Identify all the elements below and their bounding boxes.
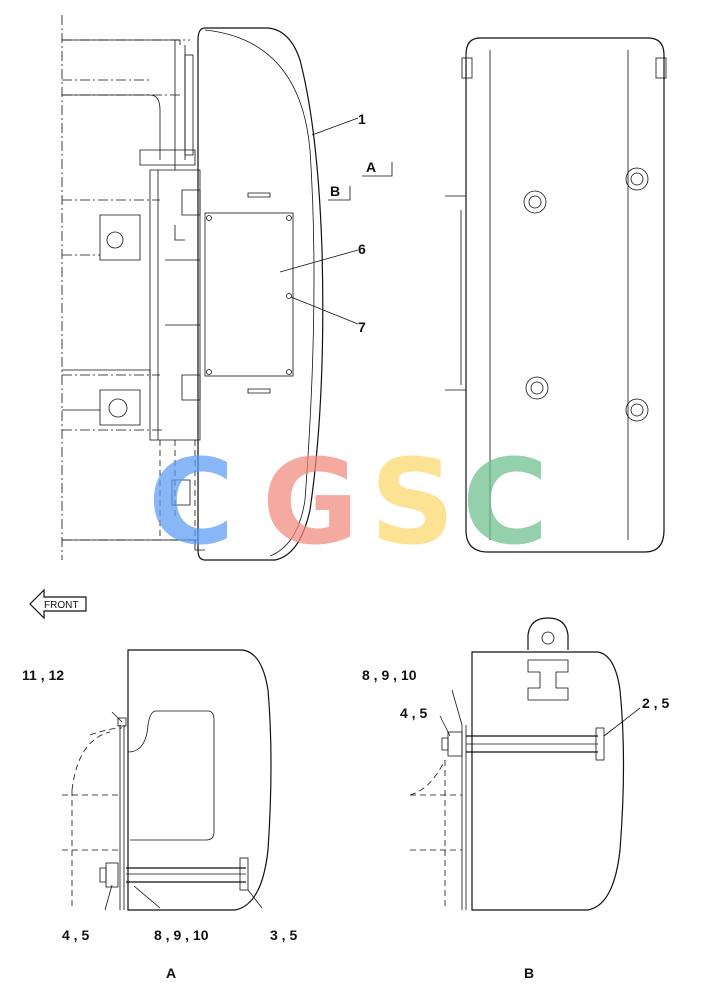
view-label-b: B: [524, 965, 534, 981]
callout-b-4-5: 4 , 5: [400, 705, 427, 721]
watermark-letter-g: G: [262, 433, 359, 571]
detail-b-view: [409, 617, 641, 911]
main-rear-view: [445, 37, 667, 553]
callout-a-8-9-10: 8 , 9 , 10: [154, 927, 209, 943]
bolt-head-bottom-left: [525, 376, 549, 400]
bolt-head-top-right: [625, 167, 649, 191]
watermark-letter-c1: C: [148, 433, 235, 571]
callout-1: 1: [358, 111, 366, 127]
watermark-letter-c2: C: [462, 433, 549, 571]
bolt-head-bottom-right: [625, 398, 649, 422]
callout-b-8-9-10: 8 , 9 , 10: [362, 667, 417, 683]
callout-a-3-5: 3 , 5: [270, 927, 297, 943]
front-arrow: FRONT: [29, 588, 87, 620]
callout-7: 7: [358, 319, 366, 335]
section-mark-a: A: [366, 159, 376, 175]
callout-11-12: 11 , 12: [22, 667, 64, 683]
callout-b-2-5: 2 , 5: [642, 695, 669, 711]
section-mark-b: B: [330, 183, 340, 199]
bolt-head-top-left: [523, 190, 547, 214]
watermark-letter-s: S: [370, 433, 455, 571]
main-side-view: [61, 15, 393, 561]
callout-a-4-5: 4 , 5: [62, 927, 89, 943]
callout-6: 6: [358, 241, 366, 257]
view-label-a: A: [166, 965, 176, 981]
detail-a-view: [62, 649, 272, 911]
front-arrow-label: FRONT: [44, 600, 78, 611]
watermark-logo: C G S C: [148, 433, 549, 571]
